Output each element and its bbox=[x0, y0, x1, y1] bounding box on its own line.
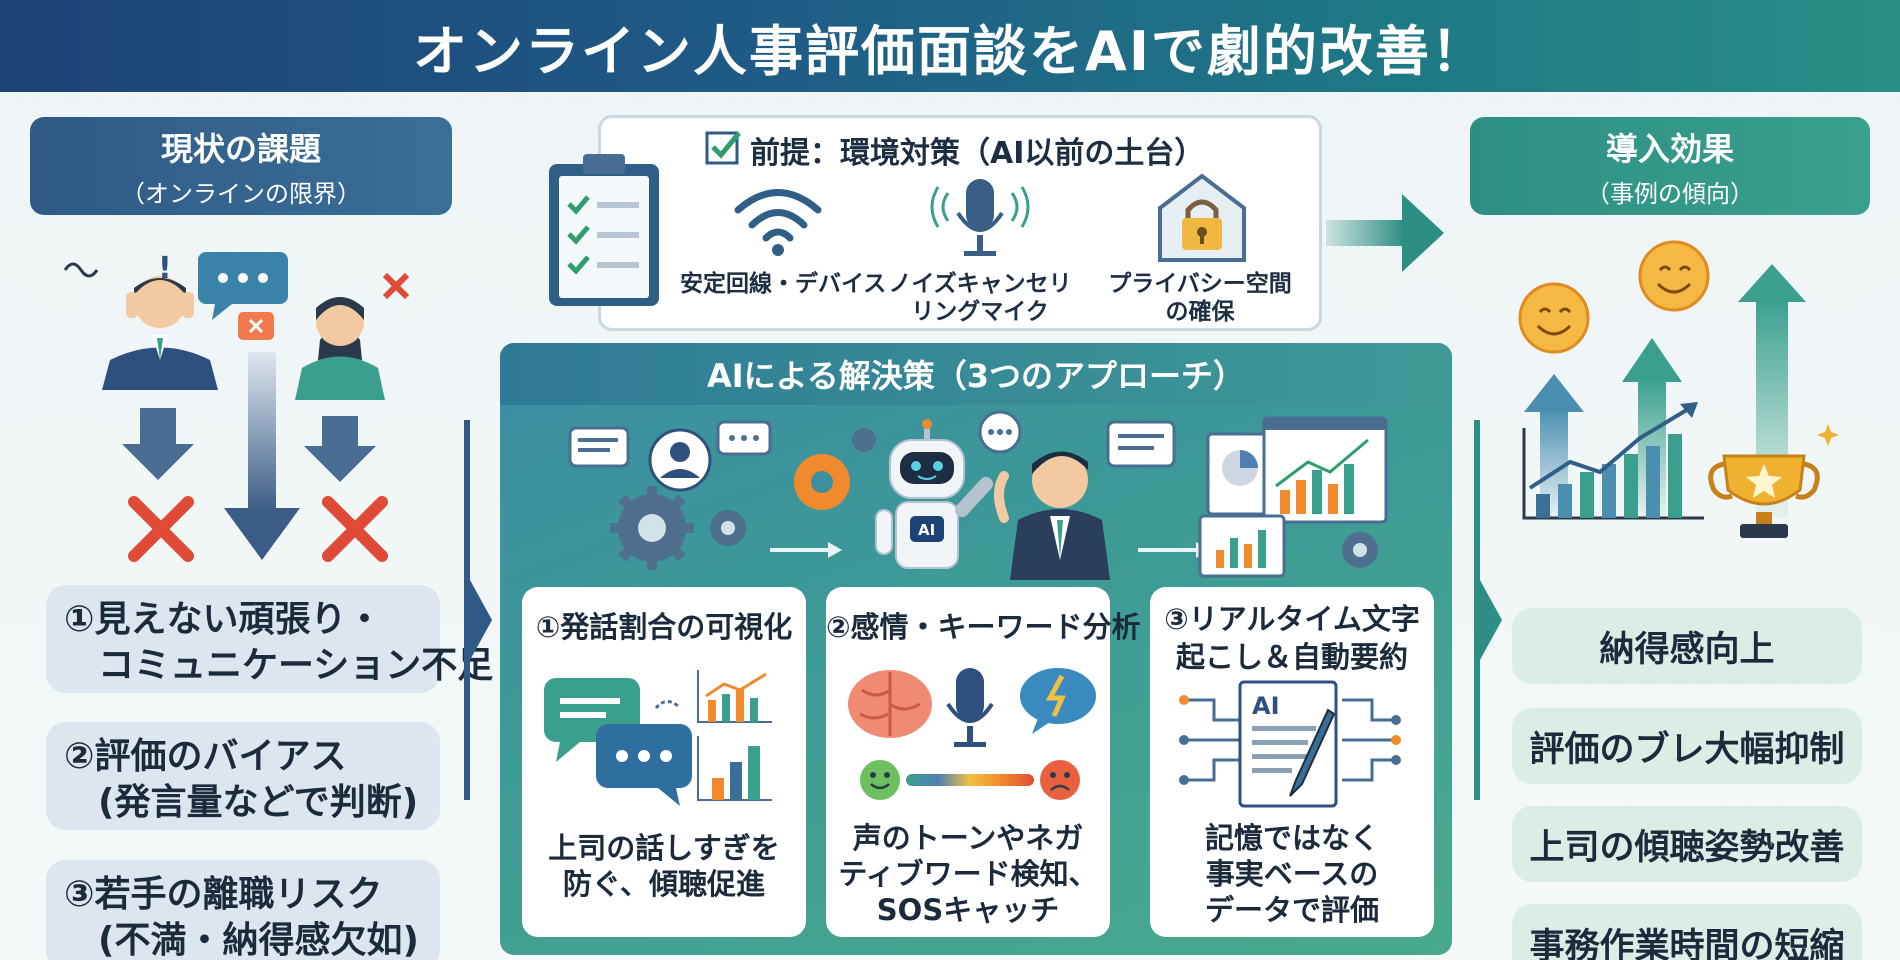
premise-item-2-label: ノイズキャンセリ リングマイク bbox=[880, 270, 1080, 326]
bar-chart-icon bbox=[1522, 402, 1704, 520]
gear-icon bbox=[794, 428, 876, 510]
sad-face-icon bbox=[1040, 760, 1080, 800]
page-title: オンライン人事評価面談をAIで劇的改善！ bbox=[413, 19, 1487, 83]
problem-2-line2: (発言量などで判断) bbox=[98, 782, 419, 823]
smiley-face-icon bbox=[1518, 282, 1590, 354]
speech-chart-icon bbox=[544, 670, 772, 806]
card-3-desc-line1: 記憶ではなく bbox=[1204, 821, 1379, 855]
stressed-man-icon: ! bbox=[63, 251, 218, 390]
premise-item-2-line2: リングマイク bbox=[911, 299, 1049, 325]
robot-icon: AI bbox=[875, 419, 993, 569]
solution-header: AIによる解決策（3つのアプローチ） bbox=[500, 343, 1452, 405]
card-1-description: 上司の話しすぎを 防ぐ、傾聴促進 bbox=[522, 830, 806, 902]
smiley-face-icon bbox=[1638, 240, 1710, 312]
premise-item-1-label: 安定回線・デバイス bbox=[680, 270, 887, 298]
brain-icon bbox=[848, 670, 932, 738]
problem-box-3: ③若手の離職リスク (不満・納得感欠如) bbox=[46, 860, 440, 960]
problem-1-line2: コミュニケーション不足 bbox=[98, 645, 494, 686]
chat-bubble-icon bbox=[1106, 420, 1176, 468]
right-divider-arrow bbox=[1474, 420, 1502, 800]
worried-woman-icon bbox=[295, 272, 410, 400]
happy-face-icon bbox=[860, 760, 900, 800]
chat-bubble-icon bbox=[978, 410, 1022, 454]
card-3-title-line2: 起こし＆自動要約 bbox=[1175, 640, 1408, 674]
robot-chest-label: AI bbox=[918, 521, 935, 539]
card-2-desc-line1: 声のトーンやネガ bbox=[852, 821, 1084, 855]
growth-illustration bbox=[1518, 240, 1839, 538]
lock-icon bbox=[1158, 173, 1246, 262]
ai-document-icon: AI bbox=[1179, 680, 1401, 808]
person-profile-icon bbox=[648, 428, 712, 492]
red-cross-icon bbox=[128, 496, 194, 562]
problem-2-line1: ②評価のバイアス bbox=[64, 736, 347, 777]
pen-icon bbox=[1289, 708, 1336, 797]
effect-box-2: 評価のブレ大幅抑制 bbox=[1512, 708, 1862, 784]
current-issues-subtitle: （オンラインの限界） bbox=[121, 179, 361, 208]
current-issues-header: 現状の課題 （オンラインの限界） bbox=[30, 117, 452, 215]
card-3-desc-line2: 事実ベースの bbox=[1205, 857, 1379, 891]
title-banner: オンライン人事評価面談をAIで劇的改善！ bbox=[0, 0, 1900, 92]
doc-ai-label: AI bbox=[1252, 692, 1280, 720]
up-arrow-icon bbox=[1524, 374, 1584, 518]
businessman-icon bbox=[994, 451, 1110, 580]
microphone-icon bbox=[946, 668, 994, 747]
card-2-desc-line3: SOSキャッチ bbox=[876, 893, 1060, 927]
svg-text:!: ! bbox=[158, 251, 172, 286]
problem-3-line2: (不満・納得感欠如) bbox=[98, 920, 419, 960]
clipboard-checklist-icon bbox=[549, 154, 659, 306]
chat-bubble-icon bbox=[716, 420, 772, 456]
emotion-gradient-bar bbox=[906, 774, 1034, 786]
chat-bubble-icon bbox=[568, 426, 630, 468]
card-3-description: 記憶ではなく 事実ベースの データで評価 bbox=[1150, 820, 1434, 928]
premise-item-3-line2: の確保 bbox=[1165, 299, 1235, 325]
checkbox-icon bbox=[705, 131, 741, 165]
effect-box-4: 事務作業時間の短縮 bbox=[1512, 904, 1862, 960]
card-1-desc-line1: 上司の話しすぎを bbox=[548, 831, 780, 865]
current-issues-title: 現状の課題 bbox=[160, 129, 321, 168]
emotion-analysis-icon bbox=[848, 668, 1096, 800]
solution-title: AIによる解決策（3つのアプローチ） bbox=[707, 357, 1245, 395]
effect-box-3: 上司の傾聴姿勢改善 bbox=[1512, 806, 1862, 882]
down-arrow-icon bbox=[304, 416, 376, 482]
right-arrow-icon bbox=[1326, 194, 1444, 272]
effects-subtitle: （事例の傾向） bbox=[1586, 179, 1754, 208]
down-arrow-icon bbox=[122, 408, 194, 480]
card-1-desc-line2: 防ぐ、傾聴促進 bbox=[562, 867, 766, 901]
premise-item-3-line1: プライバシー空間 bbox=[1108, 271, 1292, 297]
problem-box-1: ①見えない頑張り・ コミュニケーション不足 bbox=[46, 585, 494, 693]
problem-box-2: ②評価のバイアス (発言量などで判断) bbox=[46, 722, 440, 830]
card-1-title: ①発話割合の可視化 bbox=[535, 610, 793, 644]
trophy-icon bbox=[1708, 424, 1839, 538]
left-divider-arrow bbox=[464, 420, 492, 800]
solution-illustration: AI bbox=[568, 410, 1388, 580]
gear-icon bbox=[710, 510, 746, 546]
card-2-desc-line2: ティブワード検知、 bbox=[838, 857, 1098, 891]
card-3-title-line1: ③リアルタイム文字 bbox=[1164, 602, 1420, 636]
effects-header: 導入効果 （事例の傾向） bbox=[1470, 117, 1870, 215]
effects-title: 導入効果 bbox=[1605, 129, 1734, 168]
gear-icon bbox=[610, 486, 694, 570]
premise-item-1-line1: 安定回線・デバイス bbox=[680, 271, 887, 297]
card-3-desc-line3: データで評価 bbox=[1204, 893, 1379, 927]
problem-1-line1: ①見えない頑張り・ bbox=[64, 599, 383, 640]
dashboard-chart-icon bbox=[1198, 416, 1388, 578]
problem-3-line1: ③若手の離職リスク bbox=[64, 874, 383, 915]
card-2-description: 声のトーンやネガ ティブワード検知、 SOSキャッチ bbox=[826, 820, 1110, 928]
effect-box-1: 納得感向上 bbox=[1512, 608, 1862, 684]
chat-bubble-icon bbox=[198, 252, 288, 340]
card-2-title: ②感情・キーワード分析 bbox=[826, 610, 1141, 644]
red-cross-icon bbox=[322, 496, 388, 562]
long-down-arrow-icon bbox=[224, 352, 300, 560]
card-3-title: ③リアルタイム文字 起こし＆自動要約 bbox=[1150, 600, 1434, 676]
microphone-icon bbox=[930, 179, 1030, 256]
premise-title: 前提：環境対策（AI以前の土台） bbox=[750, 136, 1205, 171]
premise-item-3-label: プライバシー空間 の確保 bbox=[1100, 270, 1300, 326]
wifi-icon bbox=[734, 189, 822, 256]
alert-bubble-icon bbox=[1020, 668, 1096, 734]
premise-item-2-line1: ノイズキャンセリ bbox=[888, 271, 1072, 297]
issues-illustration: ! bbox=[63, 251, 410, 562]
